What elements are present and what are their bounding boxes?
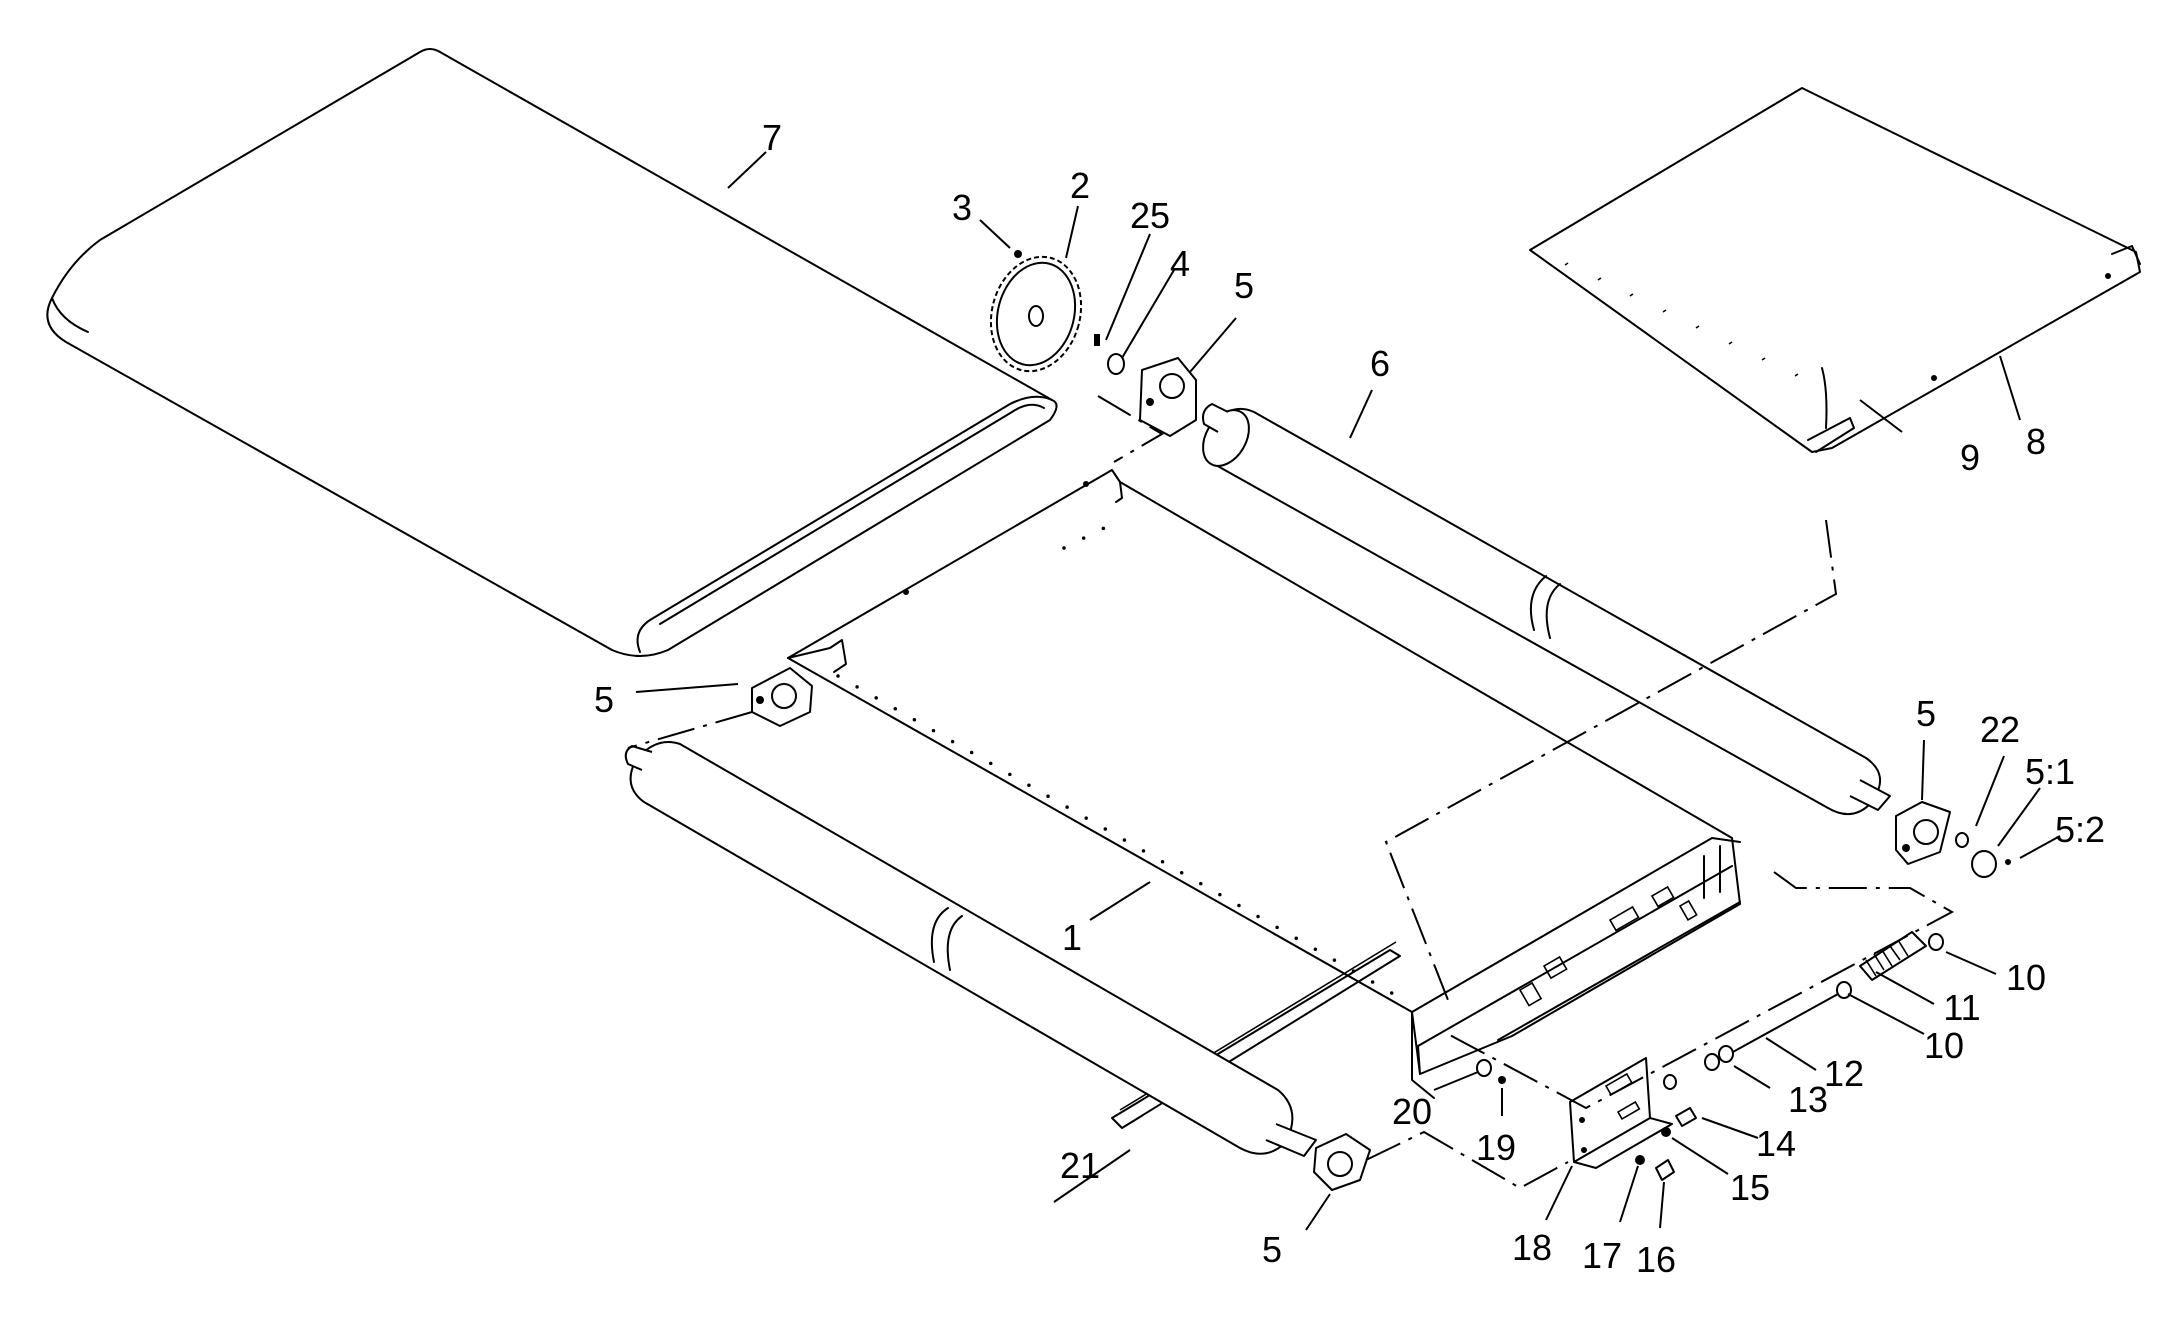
spring [1859, 931, 1927, 981]
callout-6: 6 [1370, 343, 1390, 384]
bolt-14 [1675, 1107, 1697, 1127]
callout-labels: 7 3 2 25 4 5 6 9 8 5 5 22 5:1 5:2 1 10 1… [594, 117, 2105, 1280]
callout-3: 3 [952, 187, 972, 228]
set-screw [1014, 250, 1022, 258]
callout-25: 25 [1130, 195, 1170, 236]
cover-plate [1529, 87, 2141, 453]
callout-13: 13 [1788, 1079, 1828, 1120]
sprocket [989, 255, 1083, 373]
callout-7: 7 [762, 117, 782, 158]
callout-17: 17 [1582, 1235, 1622, 1276]
callout-5-right: 5 [1916, 693, 1936, 734]
callout-10-upper: 10 [2006, 957, 2046, 998]
nut-20 [1476, 1059, 1492, 1077]
washer-19 [1498, 1076, 1506, 1084]
callout-2: 2 [1070, 165, 1090, 206]
collar-5-1 [1971, 850, 1997, 878]
leader-lines [635, 151, 2061, 1231]
nut-13 [1663, 1074, 1677, 1090]
callout-11: 11 [1943, 987, 1980, 1028]
callout-20: 20 [1392, 1091, 1432, 1132]
callout-8: 8 [2026, 421, 2046, 462]
bearing-left [751, 667, 813, 727]
callout-5-top: 5 [1234, 265, 1254, 306]
key [1094, 334, 1100, 346]
callout-16: 16 [1636, 1239, 1676, 1280]
washer-15 [1661, 1127, 1671, 1137]
callout-21: 21 [1060, 1145, 1100, 1186]
collar [1107, 353, 1125, 375]
bearing-right [1895, 801, 1951, 865]
washer-17 [1635, 1155, 1645, 1165]
washer-upper [1928, 933, 1944, 951]
nuts [1704, 1045, 1734, 1071]
drive-roller [1202, 403, 1891, 815]
conveyor-frame [787, 469, 1741, 1129]
callout-5-left: 5 [594, 679, 614, 720]
washer-lower [1836, 981, 1852, 999]
belt [46, 48, 1058, 657]
callout-1: 1 [1062, 917, 1082, 958]
callout-4: 4 [1170, 243, 1190, 284]
screw-5-2 [2005, 859, 2011, 865]
callout-12: 12 [1824, 1053, 1864, 1094]
callout-5-bottom: 5 [1262, 1229, 1282, 1270]
assembly-lines [627, 395, 1955, 1190]
bearing-bottom [1313, 1133, 1371, 1191]
tension-rod [1721, 993, 1839, 1059]
callout-10-lower: 10 [1924, 1025, 1964, 1066]
callout-14: 14 [1756, 1123, 1796, 1164]
bearing-top-left [1139, 357, 1197, 437]
nut-22 [1955, 832, 1969, 848]
clip [1821, 367, 1828, 429]
tension-bracket [1569, 1057, 1673, 1169]
callout-5-2: 5:2 [2055, 809, 2105, 850]
bolt-16 [1655, 1159, 1675, 1181]
callout-22: 22 [1980, 709, 2020, 750]
callout-18: 18 [1512, 1227, 1552, 1268]
callout-15: 15 [1730, 1167, 1770, 1208]
callout-9: 9 [1960, 437, 1980, 478]
callout-19: 19 [1476, 1127, 1516, 1168]
callout-5-1: 5:1 [2025, 751, 2075, 792]
idler-roller [624, 741, 1317, 1157]
